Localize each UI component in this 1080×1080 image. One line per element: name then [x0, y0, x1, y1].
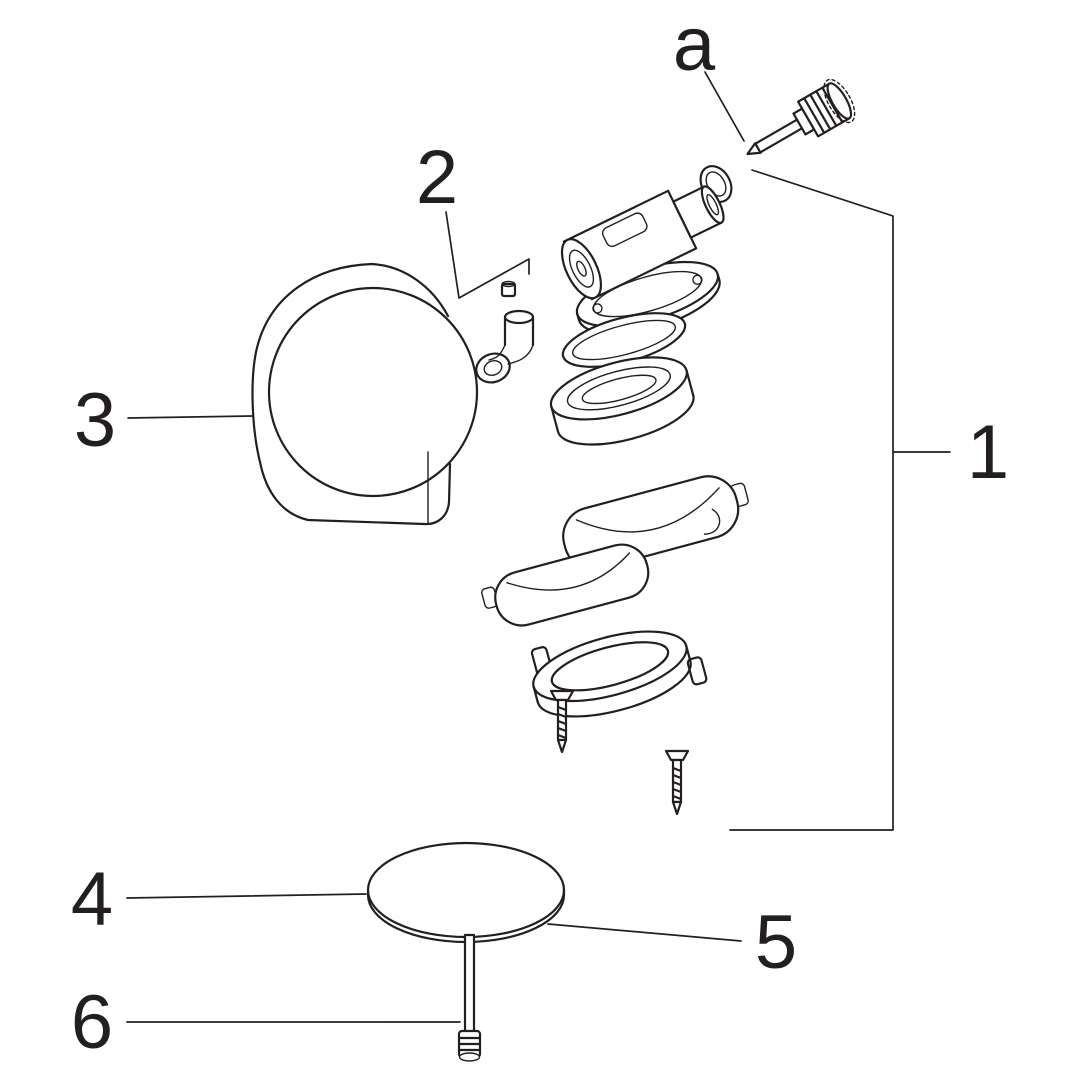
overflow-body-cylinder	[560, 185, 725, 301]
callout-label-6: 6	[71, 980, 113, 1065]
housing-shell-upper	[562, 475, 749, 571]
leader-4	[126, 893, 367, 899]
leader-5	[547, 923, 742, 942]
rotary-knob	[251, 262, 479, 526]
leader-bracket-1	[729, 169, 894, 831]
stem-thread-lines	[458, 1036, 481, 1052]
leader-a	[704, 71, 745, 142]
screw-left-threads	[556, 705, 568, 740]
spindle-pin	[746, 78, 856, 156]
callout-labels: a 1 2 3 4 5 6	[71, 2, 1009, 1065]
mounting-frame	[530, 630, 708, 718]
housing-shell-lower	[481, 543, 650, 627]
cover-plate	[366, 841, 566, 944]
callout-label-3: 3	[74, 378, 116, 463]
grub-screw	[500, 280, 517, 298]
callout-label-5: 5	[755, 900, 797, 985]
callout-label-2: 2	[416, 135, 458, 220]
screw-left	[549, 689, 575, 754]
pivot-clamp	[475, 309, 535, 384]
escutcheon-housing	[549, 356, 695, 446]
leader-lines	[126, 71, 951, 1023]
plug-stem	[457, 933, 482, 1062]
leader-3	[127, 415, 253, 419]
leader-2	[445, 211, 530, 299]
screw-right-threads	[671, 766, 683, 801]
callout-label-a: a	[673, 2, 716, 87]
callout-label-4: 4	[71, 857, 113, 942]
pivot-set	[475, 280, 535, 384]
callout-label-1: 1	[967, 410, 1009, 495]
screw-right	[664, 749, 690, 816]
